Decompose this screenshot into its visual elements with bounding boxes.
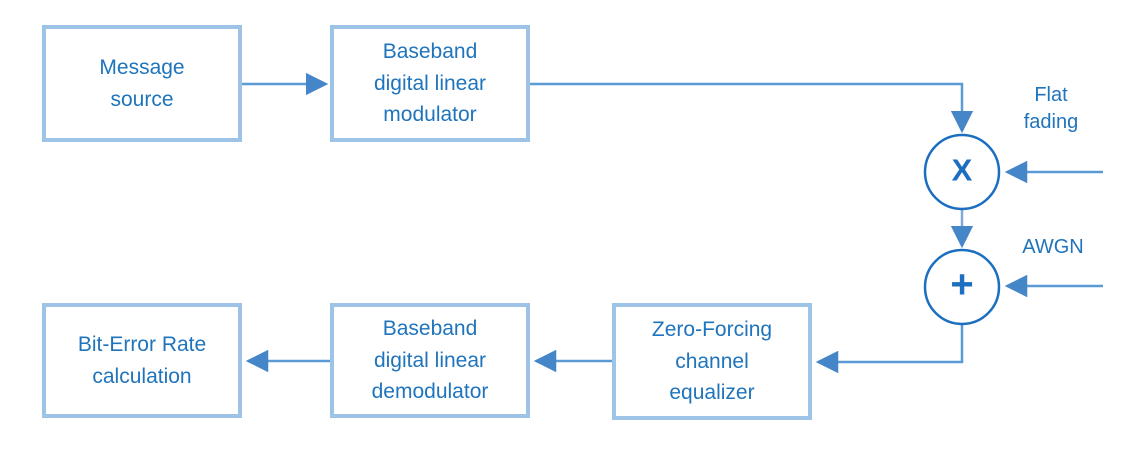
- flat-fading-label: Flat fading: [1023, 84, 1079, 133]
- awgn-label: AWGN: [1022, 236, 1084, 258]
- block-demodulator-label: Baseband digital linear demodulator: [371, 317, 489, 404]
- block-zero-forcing-equalizer-label: Zero-Forcing channel equalizer: [651, 318, 773, 405]
- block-message-source: Message source: [42, 25, 242, 142]
- arrow-modulator-to-multiplier: [530, 82, 974, 134]
- block-modulator: Baseband digital linear modulator: [330, 25, 530, 142]
- adder-node-circle: [923, 248, 1001, 326]
- block-message-source-label: Message source: [99, 56, 185, 111]
- arrow-adder-to-equalizer: [815, 325, 964, 374]
- block-zero-forcing-equalizer: Zero-Forcing channel equalizer: [612, 303, 812, 420]
- block-ber-calculation-label: Bit-Error Rate calculation: [77, 333, 207, 388]
- block-demodulator: Baseband digital linear demodulator: [330, 303, 530, 418]
- block-modulator-label: Baseband digital linear modulator: [373, 40, 487, 127]
- block-ber-calculation: Bit-Error Rate calculation: [42, 303, 242, 418]
- add-operator-glyph: +: [950, 262, 974, 307]
- multiply-operator-glyph: X: [951, 152, 973, 188]
- multiplier-node-circle: [923, 133, 1001, 211]
